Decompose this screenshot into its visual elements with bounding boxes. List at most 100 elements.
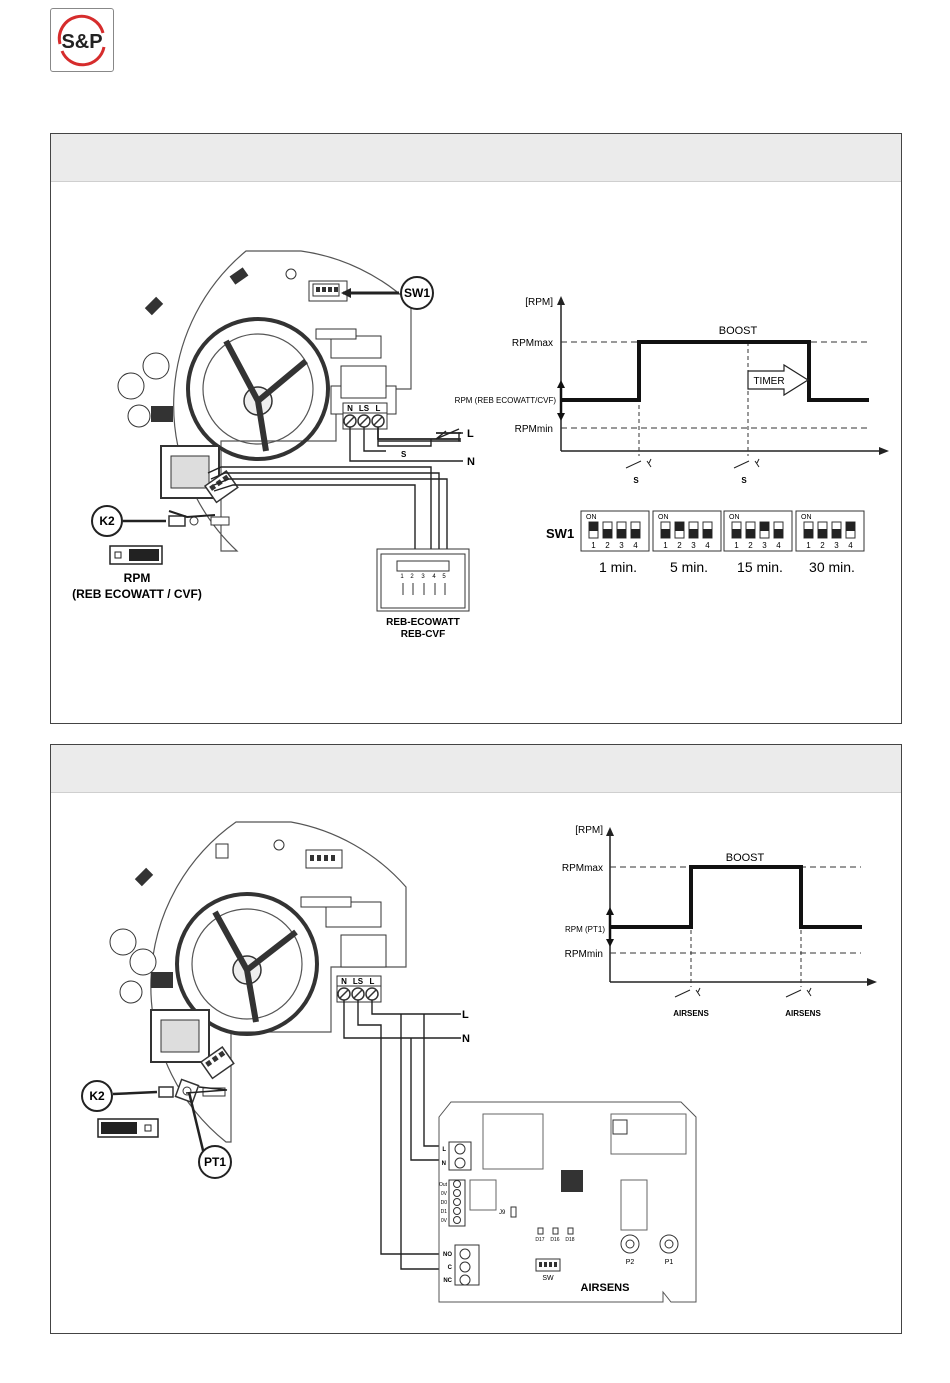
sw1-option-2: 5 min. [670, 559, 708, 575]
graph1-switch-1: S [633, 476, 639, 485]
sw1-on-label: ON [801, 514, 812, 521]
graph1-rpm-min: RPMmin [515, 424, 553, 435]
panel-header [51, 134, 901, 182]
line-l-label: L [467, 428, 474, 440]
airsens-name: AIRSENS [581, 1282, 630, 1294]
graph2-rpm-mid: RPM (PT1) [565, 925, 605, 934]
graph2-switch-1: AIRSENS [673, 1009, 709, 1018]
sw1-on-label: ON [729, 514, 740, 521]
sw1-on-label: ON [658, 514, 669, 521]
boost-timer-graph: [RPM] RPMmax RPM (REB ECOWATT/CVF) RPMmi… [455, 296, 889, 485]
terminal-ls-label: LS [359, 404, 370, 413]
switch-s-label: S [401, 450, 407, 459]
sw1-option-4: 30 min. [809, 559, 855, 575]
reb-pin-1: 1 [400, 574, 404, 580]
dip-number: 4 [633, 541, 638, 550]
dip-number: 3 [691, 541, 696, 550]
terminal-l-label: L [370, 977, 375, 986]
dip-lever [746, 529, 755, 538]
terminal-block: N LS L [342, 402, 388, 430]
relay-c: C [448, 1265, 453, 1271]
dip-number: 1 [663, 541, 668, 550]
signal-0v-2: 0V [441, 1218, 448, 1224]
dip-number: 3 [762, 541, 767, 550]
graph1-timer: TIMER [753, 376, 784, 387]
graph2-boost: BOOST [726, 852, 765, 864]
dip-lever [846, 522, 855, 531]
pt1-callout: PT1 [198, 1145, 232, 1179]
dip-number: 2 [677, 541, 682, 550]
graph1-switch-2: S [741, 476, 747, 485]
pot-p1: P1 [665, 1259, 674, 1266]
dip-number: 4 [848, 541, 853, 550]
sw-label: SW [542, 1275, 554, 1282]
k2-callout: K2 [81, 1080, 159, 1138]
reb-pin-3: 3 [421, 574, 425, 580]
terminal-n-label: N [341, 977, 347, 986]
reb-pin-4: 4 [432, 574, 436, 580]
dip-lever [832, 529, 841, 538]
dip-lever [589, 522, 598, 531]
k2-callout: K2 RPM (REB ECOWATT / CVF) [72, 505, 202, 601]
line-n-label: N [467, 456, 475, 468]
rpm-label: RPM [124, 571, 151, 585]
reb-pin-2: 2 [410, 574, 414, 580]
fan-circuit-board [109, 821, 407, 1143]
led-d18: D18 [565, 1237, 574, 1243]
graph2-rpm-max: RPMmax [562, 863, 603, 874]
graph2-switch-2: AIRSENS [785, 1009, 821, 1018]
line-n-label: N [462, 1033, 470, 1045]
graph2-rpm-min: RPMmin [565, 949, 603, 960]
dip-lever [804, 529, 813, 538]
terminal-ls-label: LS [353, 977, 364, 986]
sp-logo: S&P [50, 8, 114, 72]
relay-nc: NC [443, 1278, 452, 1284]
pot-p2: P2 [626, 1259, 635, 1266]
led-d17: D17 [535, 1237, 544, 1243]
dip-number: 2 [820, 541, 825, 550]
sw1-table-label: SW1 [546, 526, 574, 541]
dip-number: 2 [605, 541, 610, 550]
dip-number: 4 [776, 541, 781, 550]
dip-lever [774, 529, 783, 538]
rpm-sub-label: (REB ECOWATT / CVF) [72, 587, 202, 601]
reb-name-2: REB-CVF [401, 629, 445, 640]
timer-wiring-panel: N LS L L [50, 133, 902, 724]
dip-lever [818, 529, 827, 538]
graph1-boost: BOOST [719, 325, 758, 337]
graph1-rpm-max: RPMmax [512, 338, 553, 349]
timer-arrow-icon [747, 363, 810, 397]
dip-lever [732, 529, 741, 538]
airsens-l-term: L [442, 1147, 446, 1153]
sw1-callout-label: SW1 [404, 286, 430, 300]
terminal-l-label: L [376, 404, 381, 413]
airsens-wiring-panel: N LS L L N K2 [50, 744, 902, 1334]
j9-label: J9 [499, 1210, 506, 1216]
dip-lever [703, 529, 712, 538]
reb-name-1: REB-ECOWATT [386, 617, 460, 628]
dip-number: 4 [705, 541, 710, 550]
airsens-boost-graph: [RPM] RPMmax RPM (PT1) RPMmin BOOST AIRS… [562, 825, 877, 1018]
dip-lever [661, 529, 670, 538]
graph1-rpm-mid: RPM (REB ECOWATT/CVF) [455, 396, 557, 405]
logo-text: S&P [61, 31, 102, 53]
dip-number: 1 [806, 541, 811, 550]
sw1-option-3: 15 min. [737, 559, 783, 575]
dip-number: 1 [591, 541, 596, 550]
dip-lever [675, 522, 684, 531]
pt1-callout-label: PT1 [204, 1155, 226, 1169]
fan-circuit-board [117, 250, 412, 552]
dip-lever [631, 529, 640, 538]
terminal-n-label: N [347, 404, 353, 413]
wiring [168, 427, 463, 611]
airsens-n-term: N [442, 1161, 446, 1167]
line-l-label: L [462, 1009, 469, 1021]
airsens-board: J9 L N Out 0V D0 D1 0V NO C [438, 1101, 697, 1303]
signal-d1: D1 [441, 1209, 448, 1215]
panel-header [51, 745, 901, 793]
sw1-option-1: 1 min. [599, 559, 637, 575]
dip-number: 3 [834, 541, 839, 550]
sw1-on-label: ON [586, 514, 597, 521]
supply-lines: L N [462, 1009, 470, 1045]
